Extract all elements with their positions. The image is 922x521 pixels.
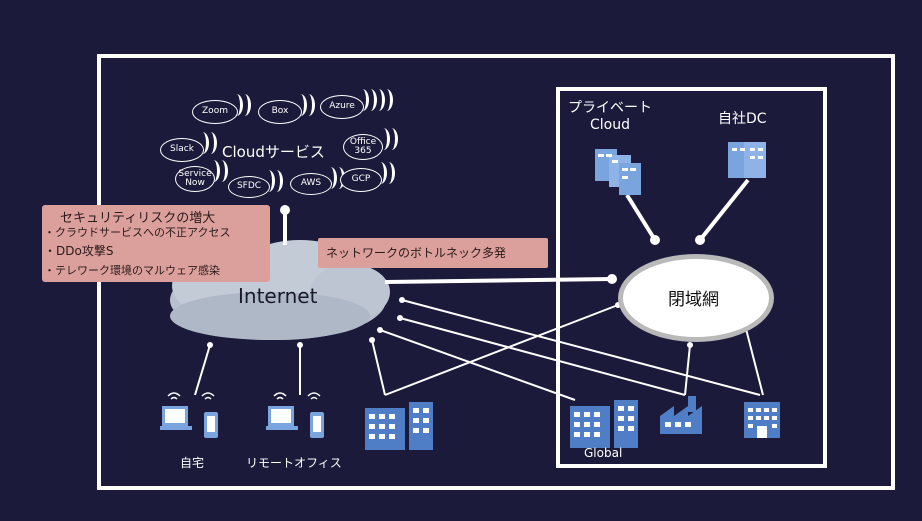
global-label: Global (584, 446, 623, 460)
remote-office-devices-icon (266, 392, 324, 438)
closed-network-ellipse (618, 254, 774, 342)
risk-item: ・DDo攻撃S (44, 244, 114, 258)
server-icon (595, 149, 641, 195)
closed-network-label: 閉域網 (668, 290, 719, 310)
bottleneck-box: ネットワークのボトルネック多発 (318, 238, 548, 268)
own-dc-label: 自社DC (718, 111, 767, 127)
server-icon (728, 142, 766, 178)
risk-item: ・テレワーク環境のマルウェア感染 (44, 264, 220, 277)
security-risk-box: セキュリティリスクの増大 ・クラウドサービスへの不正アクセス ・DDo攻撃S ・… (42, 205, 270, 282)
factory-icon (660, 396, 702, 434)
internet-label: Internet (238, 284, 318, 308)
home-devices-icon (160, 392, 218, 438)
remote-office-label: リモートオフィス (246, 456, 342, 470)
office-building-icon (365, 402, 433, 450)
branch-building-icon (744, 402, 780, 438)
home-label: 自宅 (180, 456, 205, 470)
private-cloud-label-2: Cloud (590, 117, 630, 133)
cloud-services-label: Cloudサービス (222, 143, 325, 161)
global-building-icon (570, 400, 638, 448)
risk-item: ・クラウドサービスへの不正アクセス (44, 226, 231, 239)
closed-network-frame (556, 87, 827, 468)
risk-title: セキュリティリスクの増大 (60, 211, 216, 226)
private-cloud-label-1: プライベート (568, 100, 652, 116)
